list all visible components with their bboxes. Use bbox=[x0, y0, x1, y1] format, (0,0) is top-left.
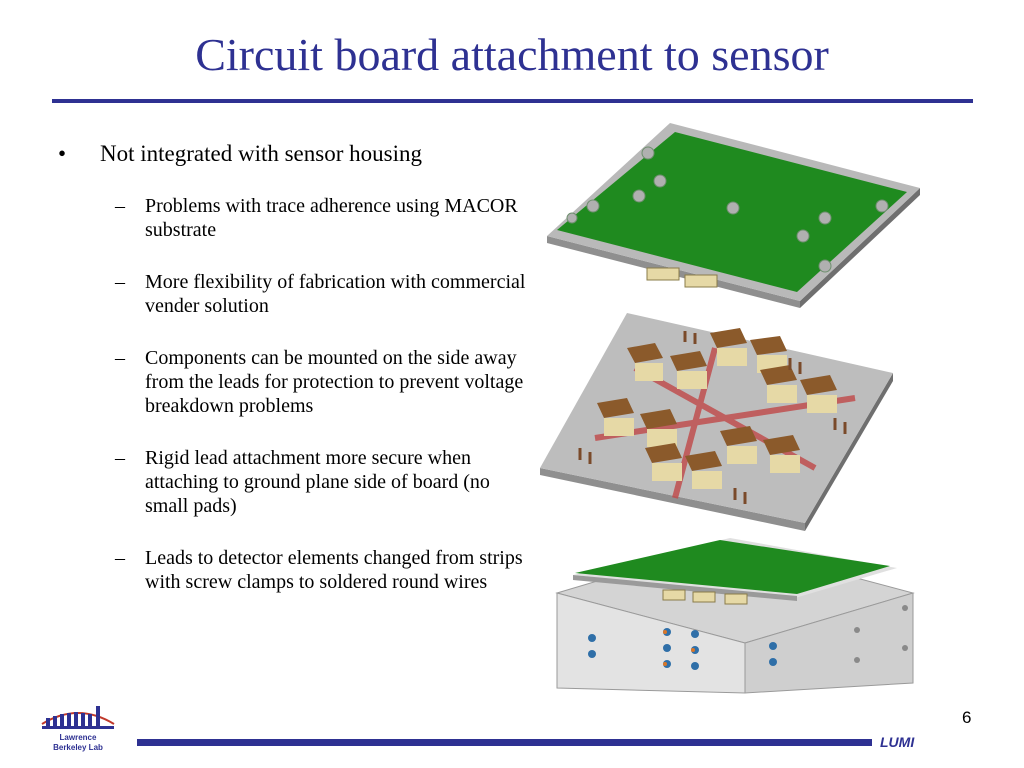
main-bullet-text: Not integrated with sensor housing bbox=[100, 141, 422, 166]
sub-bullet-marker: – bbox=[115, 547, 125, 569]
berkeley-lab-logo: Lawrence Berkeley Lab bbox=[38, 700, 118, 756]
sub-bullet-5: – Leads to detector elements changed fro… bbox=[58, 546, 528, 594]
logo-building-icon bbox=[41, 706, 115, 729]
sub-bullet-text: Rigid lead attachment more secure when a… bbox=[145, 447, 490, 517]
sub-bullet-marker: – bbox=[115, 447, 125, 469]
sub-bullet-1: – Problems with trace adherence using MA… bbox=[58, 194, 528, 242]
footer-bar bbox=[137, 739, 872, 746]
bottom-assembly bbox=[555, 538, 915, 694]
sub-bullet-text: More flexibility of fabrication with com… bbox=[145, 271, 526, 317]
sub-bullet-text: Leads to detector elements changed from … bbox=[145, 547, 523, 593]
middle-component-board bbox=[540, 313, 893, 531]
footer-label: LUMI bbox=[880, 734, 915, 750]
component-blocks bbox=[597, 328, 837, 489]
page-number: 6 bbox=[962, 708, 972, 727]
sub-bullet-4: – Rigid lead attachment more secure when… bbox=[58, 446, 528, 518]
sub-bullet-text: Components can be mounted on the side aw… bbox=[145, 347, 524, 417]
slide-title: Circuit board attachment to sensor bbox=[195, 29, 829, 80]
bullet-list: • Not integrated with sensor housing – P… bbox=[58, 140, 528, 622]
sub-bullet-3: – Components can be mounted on the side … bbox=[58, 346, 528, 418]
main-bullet: • Not integrated with sensor housing bbox=[58, 140, 528, 168]
bullet-marker: • bbox=[58, 141, 67, 166]
logo-text-line1: Lawrence bbox=[59, 733, 97, 742]
sub-bullet-text: Problems with trace adherence using MACO… bbox=[145, 195, 518, 241]
title-divider bbox=[52, 99, 973, 103]
logo-text-line2: Berkeley Lab bbox=[53, 743, 103, 752]
sub-bullet-marker: – bbox=[115, 195, 125, 217]
sub-bullet-2: – More flexibility of fabrication with c… bbox=[58, 270, 528, 318]
circuit-board-renderings bbox=[540, 123, 920, 694]
sub-bullet-marker: – bbox=[115, 271, 125, 293]
sub-bullet-marker: – bbox=[115, 347, 125, 369]
top-green-board bbox=[547, 123, 920, 308]
